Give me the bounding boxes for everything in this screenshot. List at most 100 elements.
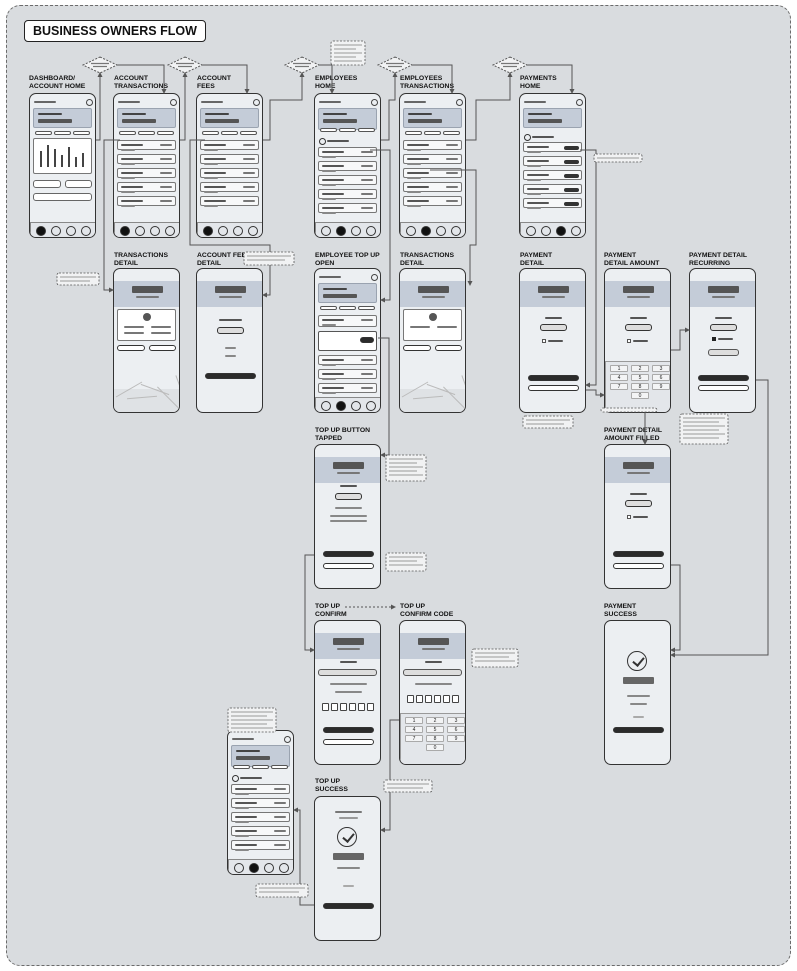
list-row bbox=[403, 154, 462, 165]
list-row bbox=[523, 156, 582, 167]
label-transactions-detail-2: TRANSACTIONS DETAIL bbox=[400, 252, 454, 267]
primary-button bbox=[323, 903, 374, 909]
list-row bbox=[318, 315, 377, 327]
screen-employee-top-up-open bbox=[314, 268, 381, 413]
list-row bbox=[117, 182, 176, 193]
placeholder-line bbox=[327, 140, 349, 142]
placeholder-line bbox=[235, 844, 257, 846]
frequency-select bbox=[708, 349, 739, 356]
map-area bbox=[400, 375, 465, 412]
row-action-button bbox=[564, 146, 579, 150]
profile-icon bbox=[456, 99, 463, 106]
primary-button bbox=[323, 727, 374, 733]
arrow-to-payments-home bbox=[527, 64, 575, 94]
placeholder-line bbox=[322, 378, 336, 380]
profile-icon bbox=[284, 736, 291, 743]
chart-bar bbox=[40, 151, 42, 167]
screen-account-fee-detail bbox=[196, 268, 263, 413]
placeholder-line bbox=[630, 703, 647, 705]
filter-chip bbox=[202, 131, 219, 135]
placeholder-line bbox=[235, 821, 249, 823]
detail-header bbox=[605, 457, 670, 483]
label-employee-top-up-open: EMPLOYEE TOP UP OPEN bbox=[315, 252, 380, 267]
arrow-to-payment-success bbox=[670, 564, 681, 653]
placeholder-line bbox=[235, 807, 249, 809]
placeholder-line bbox=[38, 119, 72, 123]
label-employees-home: EMPLOYEES HOME bbox=[315, 75, 358, 90]
placeholder-line bbox=[410, 326, 430, 328]
nav-tab-icon bbox=[218, 226, 228, 236]
nav-tab-icon bbox=[406, 226, 416, 236]
filter-chip bbox=[358, 128, 375, 132]
placeholder-line bbox=[340, 661, 357, 663]
filter-chip bbox=[233, 765, 250, 769]
placeholder-line bbox=[361, 165, 373, 167]
placeholder-line bbox=[415, 683, 452, 685]
bottom-nav bbox=[114, 222, 179, 237]
nav-tab-icon bbox=[279, 863, 289, 873]
status-bar bbox=[404, 101, 426, 103]
detail-header bbox=[400, 633, 465, 659]
keypad-key: 3 bbox=[652, 365, 670, 372]
nav-tab-icon bbox=[120, 226, 130, 236]
list-row bbox=[117, 196, 176, 207]
checkbox-checked bbox=[712, 337, 716, 341]
nav-tab-icon bbox=[366, 401, 376, 411]
annotation-note bbox=[471, 648, 519, 668]
list-row bbox=[318, 203, 377, 214]
detail-card bbox=[117, 309, 176, 341]
placeholder-line bbox=[204, 158, 226, 160]
placeholder-line bbox=[235, 802, 257, 804]
placeholder-line bbox=[322, 359, 344, 361]
status-icon bbox=[429, 313, 437, 321]
placeholder-line bbox=[235, 788, 257, 790]
placeholder-box bbox=[708, 286, 739, 293]
placeholder-line bbox=[322, 170, 336, 172]
placeholder-line bbox=[630, 317, 647, 319]
annotation-note bbox=[255, 883, 309, 898]
nav-tab-icon bbox=[203, 226, 213, 236]
chart-bar bbox=[47, 145, 49, 167]
header-card bbox=[200, 108, 259, 128]
placeholder-line bbox=[274, 802, 286, 804]
arrow-to-top-up-tapped bbox=[378, 337, 390, 458]
filter-chip bbox=[221, 131, 238, 135]
keypad-key: 7 bbox=[610, 383, 628, 390]
list-row bbox=[403, 168, 462, 179]
code-cell bbox=[452, 695, 459, 703]
nav-tab-icon bbox=[366, 226, 376, 236]
status-bar bbox=[319, 101, 341, 103]
nav-tab-icon bbox=[436, 226, 446, 236]
placeholder-box bbox=[418, 638, 449, 645]
filter-chip bbox=[138, 131, 155, 135]
placeholder-line bbox=[361, 179, 373, 181]
detail-header bbox=[520, 281, 585, 307]
placeholder-line bbox=[527, 193, 541, 195]
list-row bbox=[117, 140, 176, 151]
list-row bbox=[318, 175, 377, 186]
decision-diamond bbox=[81, 56, 119, 74]
bottom-nav bbox=[315, 222, 380, 237]
list-row bbox=[231, 784, 290, 795]
placeholder-line bbox=[204, 149, 218, 151]
placeholder-line bbox=[121, 144, 143, 146]
filter-chip bbox=[339, 306, 356, 310]
placeholder-line bbox=[446, 144, 458, 146]
placeholder-line bbox=[335, 507, 362, 509]
header-card bbox=[33, 108, 92, 128]
status-bar bbox=[232, 738, 254, 740]
list-row bbox=[318, 369, 377, 380]
keypad-key: 5 bbox=[426, 726, 444, 733]
primary-button bbox=[698, 375, 749, 381]
placeholder-line bbox=[322, 324, 336, 326]
placeholder-line bbox=[322, 193, 344, 195]
placeholder-line bbox=[527, 179, 541, 181]
list-row bbox=[318, 383, 377, 394]
placeholder-line bbox=[322, 198, 336, 200]
placeholder-line bbox=[322, 364, 336, 366]
arrow-to-employees-transactions bbox=[412, 64, 455, 94]
keypad-key: 3 bbox=[447, 717, 465, 724]
nav-tab-icon bbox=[264, 863, 274, 873]
nav-tab-icon bbox=[321, 226, 331, 236]
